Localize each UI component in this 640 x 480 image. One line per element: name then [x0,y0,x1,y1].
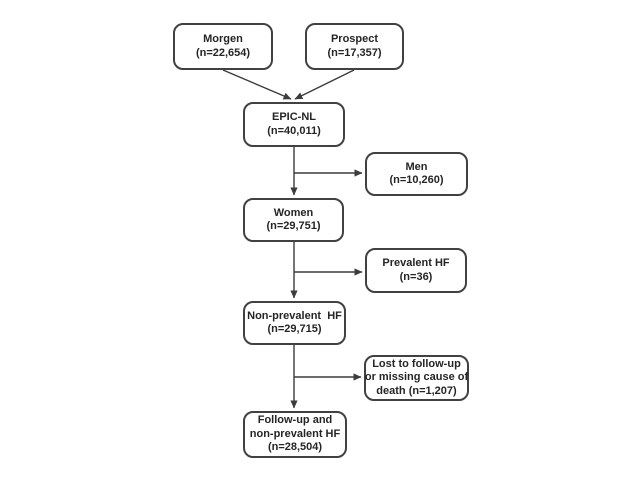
node-count: (n=10,260) [389,174,444,186]
node-count: (n=28,504) [267,441,323,454]
node-label: Follow-up and [257,414,333,427]
node-label: EPIC-NL [272,111,316,123]
node-morgen: Morgen (n=22,654) [173,23,273,70]
node-epic-nl: EPIC-NL (n=40,011) [243,102,345,147]
node-label: Men [405,160,428,173]
node-label: Lost to follow-up [372,357,461,370]
node-prospect: Prospect (n=17,357) [305,23,404,70]
arrow-prospect-to-epicnl [294,69,355,100]
node-count: death (n=1,207) [376,384,457,397]
arrow-morgen-to-epicnl [222,69,292,100]
node-count: (n=22,654) [195,46,251,59]
node-count: (n=17,357) [327,46,382,59]
node-count: (n=40,011) [267,124,321,137]
node-label: non-prevalent HF [249,427,341,440]
node-followup-non-prevalent-hf: Follow-up and non-prevalent HF (n=28,504… [243,411,347,458]
node-prevalent-hf: Prevalent HF (n=36) [365,248,467,293]
node-count: (n=36) [399,270,433,283]
node-non-prevalent-hf: Non-prevalent HF (n=29,715) [243,301,346,345]
node-label: Prevalent HF [382,257,450,269]
node-label: Non-prevalent HF [247,309,342,322]
node-label: Prospect [330,33,379,45]
node-label: Women [273,206,314,219]
node-lost-to-followup: Lost to follow-up or missing cause of de… [364,355,469,401]
node-women: Women (n=29,751) [243,198,344,242]
node-label: or missing cause of [364,371,469,384]
node-label: Morgen [203,33,243,45]
node-count: (n=29,751) [266,220,321,232]
node-men: Men (n=10,260) [365,152,468,196]
node-count: (n=29,715) [267,323,322,335]
